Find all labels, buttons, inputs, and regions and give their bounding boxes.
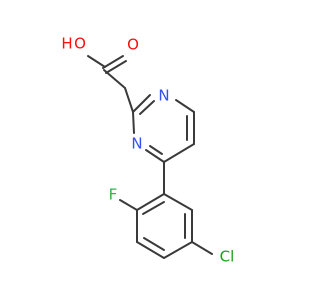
atom-f-label: F xyxy=(109,186,118,204)
bond-c6-n1 xyxy=(145,149,165,163)
bond-ph1-ph2-inner xyxy=(142,201,165,215)
bond-n3-c4 xyxy=(175,99,195,113)
bond-ph3-ph4 xyxy=(136,241,165,259)
atom-cl-label: Cl xyxy=(220,248,235,266)
bond-c6-n1-inner xyxy=(149,145,163,155)
atom-n-upper-label: N xyxy=(158,87,169,105)
atom-o-hydroxyl-label: O xyxy=(74,35,86,53)
atom-h-label: H xyxy=(61,35,72,53)
molecule-structure: H O O N N F Cl xyxy=(61,35,235,266)
atom-o-carbonyl-label: O xyxy=(127,36,139,54)
bond-ph3-ph4-inner xyxy=(143,237,165,251)
bond-ph4-ph5 xyxy=(163,241,193,259)
molecule-canvas: H O O N N F Cl xyxy=(61,35,235,266)
bond-c5-c6 xyxy=(163,143,195,163)
atom-n-lower-label: N xyxy=(131,135,142,153)
bond-ch2-ring xyxy=(124,87,134,113)
bond-c2-n3-inner xyxy=(139,100,155,115)
bond-ph2-f xyxy=(119,199,138,211)
bond-c-ch2 xyxy=(103,69,126,89)
bond-oh-c xyxy=(87,55,106,68)
bond-ph1-ph2 xyxy=(136,193,165,211)
bond-n1-c2 xyxy=(132,111,135,134)
bond-ph5-cl xyxy=(191,241,213,255)
bond-c2-n3 xyxy=(132,94,151,113)
bond-c-o-double-b xyxy=(105,60,127,74)
bond-ph6-ph1 xyxy=(163,193,193,211)
bond-c-o-double-a xyxy=(102,55,124,69)
